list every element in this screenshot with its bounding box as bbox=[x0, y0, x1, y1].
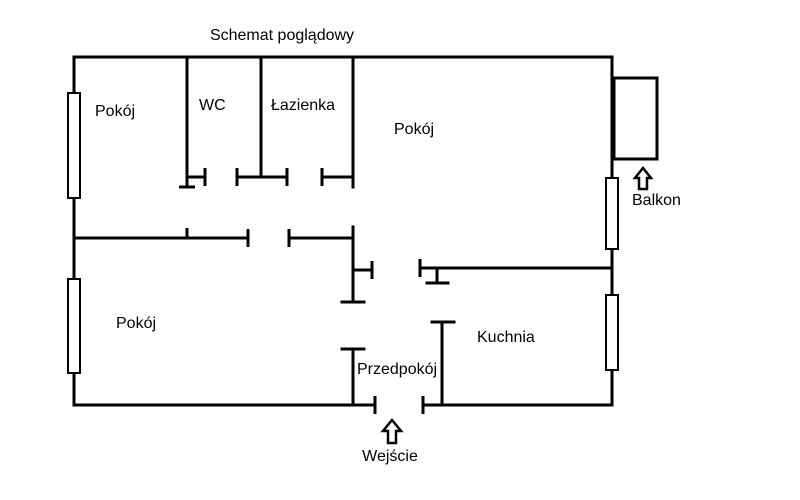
room-label-bathroom: Łazienka bbox=[271, 97, 335, 114]
room-label-top-right: Pokój bbox=[394, 121, 434, 138]
window-right-lower bbox=[605, 294, 619, 371]
window-top-left bbox=[67, 92, 81, 199]
windows bbox=[67, 92, 619, 374]
room-label-wc: WC bbox=[199, 97, 226, 114]
window-right-upper bbox=[605, 177, 619, 250]
diagram-title: Schemat poglądowy bbox=[210, 27, 354, 44]
room-label-top-left: Pokój bbox=[95, 103, 135, 120]
entrance-label: Wejście bbox=[362, 448, 418, 465]
interior-walls bbox=[72, 55, 614, 407]
balcony-outline bbox=[612, 76, 659, 161]
room-label-bottom-left: Pokój bbox=[116, 315, 156, 332]
outer-walls bbox=[72, 55, 614, 407]
balcony-label: Balkon bbox=[632, 192, 681, 209]
room-label-hallway: Przedpokój bbox=[357, 361, 437, 378]
balcony-arrow-icon bbox=[632, 165, 654, 191]
entrance-arrow-icon bbox=[380, 418, 404, 445]
room-label-kitchen: Kuchnia bbox=[477, 329, 535, 346]
door-jambs bbox=[179, 168, 425, 414]
window-bottom-left bbox=[67, 278, 81, 374]
